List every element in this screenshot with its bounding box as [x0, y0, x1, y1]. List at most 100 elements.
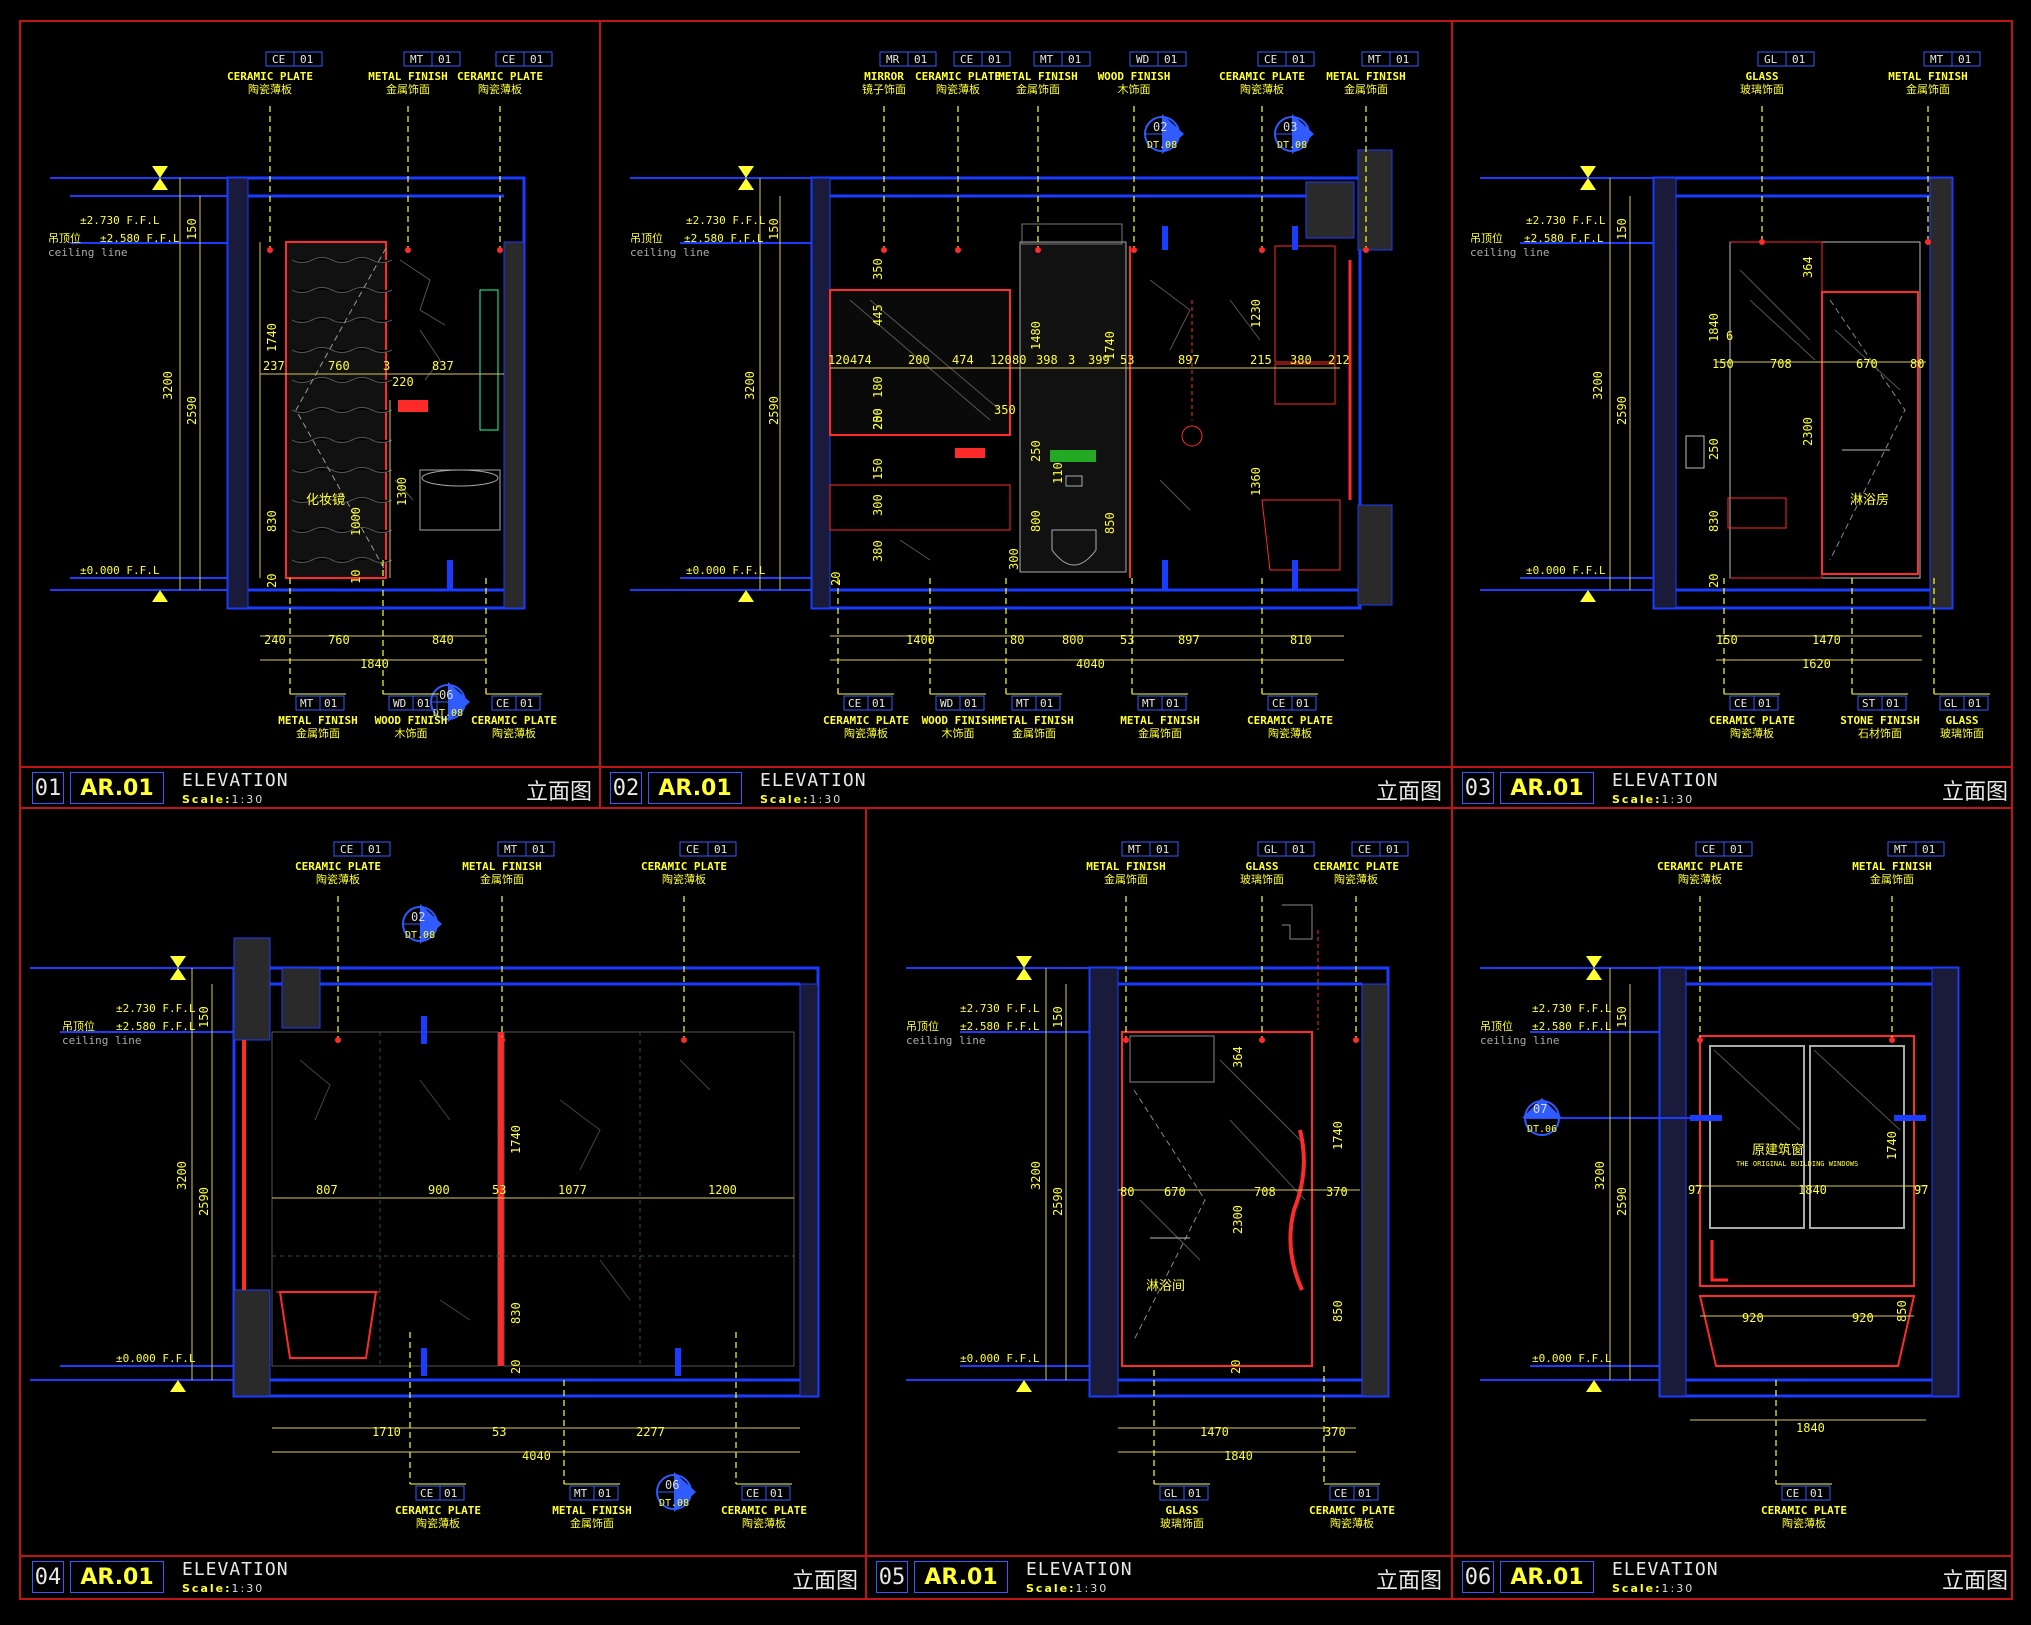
p2-dim: 1400	[906, 633, 935, 647]
p2-dim: 212	[1328, 353, 1350, 367]
svg-text:01: 01	[1758, 697, 1771, 710]
svg-text:MR: MR	[886, 53, 900, 66]
svg-text:METAL FINISH: METAL FINISH	[368, 70, 447, 83]
p5-dim: 1470	[1200, 1425, 1229, 1439]
p5-dim: 2300	[1231, 1205, 1245, 1234]
p5-dim: 1740	[1331, 1121, 1345, 1150]
p2-dim: 445	[871, 304, 885, 326]
sheet-code: AR.01	[70, 772, 164, 804]
svg-text:GL: GL	[1944, 697, 1958, 710]
p2-dim: 53	[1120, 633, 1134, 647]
svg-text:01: 01	[770, 1487, 783, 1500]
svg-text:STONE FINISH: STONE FINISH	[1840, 714, 1919, 727]
p3-dim: 150	[1615, 218, 1629, 240]
svg-text:金属饰面: 金属饰面	[480, 872, 524, 886]
p1-room-label: 化妆镜	[306, 493, 345, 508]
callout-p2-02[interactable]: 02 DT.08	[1144, 114, 1184, 154]
callout-p4-06[interactable]: 06 DT.08	[656, 1472, 696, 1512]
p5-level-markers	[1016, 956, 1032, 1392]
svg-text:陶瓷薄板: 陶瓷薄板	[662, 872, 706, 886]
svg-text:±0.000 F.F.L: ±0.000 F.F.L	[116, 1352, 196, 1365]
svg-text:±2.580 F.F.L: ±2.580 F.F.L	[684, 232, 764, 245]
svg-text:WD: WD	[1136, 53, 1149, 66]
p1-dim: 3200	[161, 371, 175, 400]
svg-text:吊顶位: 吊顶位	[1480, 1019, 1513, 1033]
p3-dim: 670	[1856, 357, 1878, 371]
svg-text:金属饰面: 金属饰面	[570, 1516, 614, 1530]
svg-text:陶瓷薄板: 陶瓷薄板	[1330, 1516, 1374, 1530]
svg-text:07: 07	[1533, 1102, 1547, 1116]
svg-text:WD: WD	[393, 697, 406, 710]
svg-text:01: 01	[1386, 843, 1399, 856]
svg-text:METAL FINISH: METAL FINISH	[994, 714, 1073, 727]
svg-text:±0.000 F.F.L: ±0.000 F.F.L	[686, 564, 766, 577]
svg-text:CE: CE	[1734, 697, 1747, 710]
p6-room-sub: THE ORIGINAL BUILDING WINDOWS	[1736, 1160, 1858, 1168]
svg-text:CERAMIC PLATE: CERAMIC PLATE	[1313, 860, 1399, 873]
p4-dim: 53	[492, 1425, 506, 1439]
callout-p2-03[interactable]: 03 DT.08	[1274, 114, 1314, 154]
svg-text:陶瓷薄板: 陶瓷薄板	[1730, 726, 1774, 740]
svg-text:CERAMIC PLATE: CERAMIC PLATE	[1247, 714, 1333, 727]
panel-04-elevation: 807 900 53 1077 1200 1710 53 2277 4040 1…	[30, 937, 820, 1463]
svg-text:陶瓷薄板: 陶瓷薄板	[844, 726, 888, 740]
p5-dim: 670	[1164, 1185, 1186, 1199]
p2-dim: 350	[871, 258, 885, 280]
svg-text:木饰面: 木饰面	[942, 726, 975, 740]
svg-text:01: 01	[1886, 697, 1899, 710]
p5-dim: 80	[1120, 1185, 1134, 1199]
sheet-code: AR.01	[1500, 772, 1594, 804]
p1-dim: 1000	[349, 507, 363, 536]
svg-text:CERAMIC PLATE: CERAMIC PLATE	[721, 1504, 807, 1517]
callout-p6-07[interactable]: 07 DT.06	[1522, 1098, 1562, 1136]
p1-dim: 240	[264, 633, 286, 647]
p1-dim: 830	[265, 510, 279, 532]
view-title-cn: 立面图	[792, 1569, 859, 1594]
view-title: ELEVATION	[1612, 770, 1719, 791]
p5-dim: 2590	[1051, 1187, 1065, 1216]
svg-text:CERAMIC PLATE: CERAMIC PLATE	[1657, 860, 1743, 873]
p6-level-markers	[1586, 956, 1602, 1392]
callout-p1-06[interactable]: 06 DT.08	[430, 682, 470, 722]
svg-text:01: 01	[532, 843, 545, 856]
p1-dim: 150	[185, 218, 199, 240]
callout-p4-02[interactable]: 02 DT.08	[402, 904, 442, 944]
svg-text:WOOD FINISH: WOOD FINISH	[1098, 70, 1171, 83]
p4-dim: 3200	[175, 1161, 189, 1190]
svg-text:±0.000 F.F.L: ±0.000 F.F.L	[1526, 564, 1606, 577]
svg-text:±0.000 F.F.L: ±0.000 F.F.L	[960, 1352, 1040, 1365]
p2-dim: 3	[1068, 353, 1075, 367]
svg-text:CE: CE	[272, 53, 285, 66]
svg-text:吊顶位: 吊顶位	[62, 1019, 95, 1033]
p4-dim: 807	[316, 1183, 338, 1197]
svg-text:陶瓷薄板: 陶瓷薄板	[478, 82, 522, 96]
view-title-cn: 立面图	[1376, 1569, 1443, 1594]
svg-text:CE: CE	[1358, 843, 1371, 856]
svg-text:CE: CE	[686, 843, 699, 856]
svg-text:GLASS: GLASS	[1165, 1504, 1198, 1517]
svg-text:陶瓷薄板: 陶瓷薄板	[1782, 1516, 1826, 1530]
p4-dim-total: 4040	[522, 1449, 551, 1463]
svg-text:CE: CE	[960, 53, 973, 66]
p1-dim-total: 1840	[360, 657, 389, 671]
sheet-frame	[19, 20, 2013, 1600]
p4-dim: 900	[428, 1183, 450, 1197]
p2-dim: 215	[1250, 353, 1272, 367]
svg-text:CERAMIC PLATE: CERAMIC PLATE	[227, 70, 313, 83]
